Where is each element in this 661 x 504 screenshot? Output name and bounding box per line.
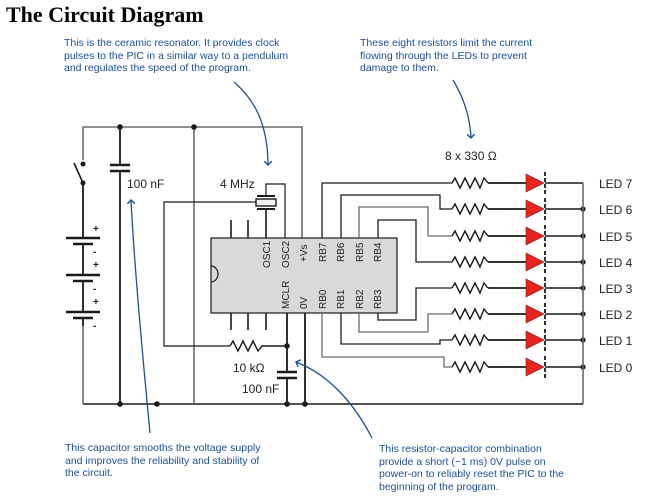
pin-label: RB0 [318,289,329,309]
reset-capacitor-label: 100 nF [242,382,279,396]
led-label: LED 7 [599,177,633,191]
junction-dot [117,401,123,407]
pin-label: RB7 [318,242,329,262]
annotation-line: damage to them. [360,62,439,74]
junction-dot [284,343,290,349]
pin-label: RB2 [355,289,366,309]
led-diode [525,252,545,272]
pin-label: +Vs [299,244,310,262]
battery-plus-sign: + [93,224,99,235]
led-label: LED 5 [599,230,633,244]
pin-label: RB5 [355,242,366,262]
led-resistor [451,255,489,269]
annotation-line: provide a short (~1 ms) 0V pulse on [379,455,546,468]
pin-label: RB6 [336,242,347,262]
led-labels: LED 7 LED 6 LED 5 LED 4 LED 3 LED 2 LED … [599,177,633,375]
capacitor-arrow [131,200,151,434]
capacitor-annotation: This capacitor smooths the voltage suppl… [65,442,261,480]
resonator-arrow [233,81,268,165]
led-label: LED 6 [599,203,633,217]
junction-dot [191,124,197,130]
led-diode [525,278,545,298]
annotation-line: flowing through the LEDs to prevent [360,49,527,62]
reset-arrow [296,362,373,439]
led-diode [525,357,545,377]
page-title: The Circuit Diagram [6,2,204,27]
junction-dot [284,401,290,407]
junction-dot [117,124,123,130]
annotation-line: the circuit. [65,467,113,479]
led-resistors-label: 8 x 330 Ω [445,149,497,163]
supply-capacitor [110,127,130,404]
annotation-line: These eight resistors limit the current [360,37,533,49]
resistors-arrow [452,79,471,138]
battery-minus-sign: - [93,321,96,332]
battery-minus-sign: - [93,284,96,295]
resonator-label: 4 MHz [220,177,255,191]
led-diode [525,173,545,193]
chip-bottom-pin-labels: MCLR 0V RB0 RB1 RB2 RB3 [281,281,384,309]
battery [66,183,100,326]
pin-label: RB3 [373,289,384,309]
led-label: LED 1 [599,334,633,348]
led-resistor [451,307,489,321]
pin-label: RB1 [336,289,347,309]
led-label: LED 0 [599,361,633,375]
pin-label: OSC2 [281,240,292,268]
reset-resistor-label: 10 kΩ [233,361,265,375]
battery-plus-sign: + [93,260,99,271]
resonator-annotation: This is the ceramic resonator. It provid… [64,37,288,75]
resistors-annotation: These eight resistors limit the current … [360,37,532,75]
annotation-line: This resistor-capacitor combination [379,443,542,455]
annotation-line: power-on to reliably reset the PIC to th… [379,468,565,480]
pin-label: OSC1 [262,240,273,268]
reset-network [229,313,306,404]
pin-to-resistor-wire [340,313,452,345]
led-diode [525,226,545,246]
battery-minus-sign: - [93,247,96,258]
pin-to-resistor-wire [377,219,452,263]
annotation-line: and improves the reliability and stabili… [65,454,260,467]
pin-label: MCLR [281,281,292,309]
unused-pins [230,220,267,330]
led-resistor [451,202,489,216]
reset-annotation: This resistor-capacitor combination prov… [379,443,564,493]
power-switch [73,161,86,186]
pin-to-resistor-wire [321,313,452,368]
pin-to-resistor-wire [340,194,452,238]
led-label: LED 3 [599,282,633,296]
led-resistor [451,360,489,374]
led-label: LED 4 [599,256,633,270]
annotation-line: This is the ceramic resonator. It provid… [64,37,280,49]
led-resistor [451,176,489,190]
pin-to-resistor-wire [377,287,452,321]
ceramic-resonator [163,183,286,347]
led-label: LED 2 [599,308,633,322]
pin-label: RB4 [373,242,384,262]
junction-dot [302,401,308,407]
pin-to-resistor-wire [358,206,452,238]
chip-top-pin-labels: OSC1 OSC2 +Vs RB7 RB6 RB5 RB4 [262,240,384,268]
led-diode [525,304,545,324]
pin-to-resistor-wire [321,182,452,238]
battery-plus-sign: + [93,297,99,308]
pic-chip [210,237,398,314]
junction-dot [154,401,160,407]
led-diode [525,199,545,219]
annotation-line: beginning of the program. [379,480,499,493]
annotation-line: pulses to the PIC in a similar way to a … [64,49,289,62]
annotation-line: This capacitor smooths the voltage suppl… [65,442,261,454]
led-diode [525,330,545,350]
supply-capacitor-label: 100 nF [127,177,164,191]
pin-to-resistor-wire [358,313,452,333]
pin-label: 0V [299,296,310,309]
led-resistor [451,281,489,295]
led-resistor [451,229,489,243]
annotation-line: and regulates the speed of the program. [64,62,251,74]
led-resistor [451,333,489,347]
